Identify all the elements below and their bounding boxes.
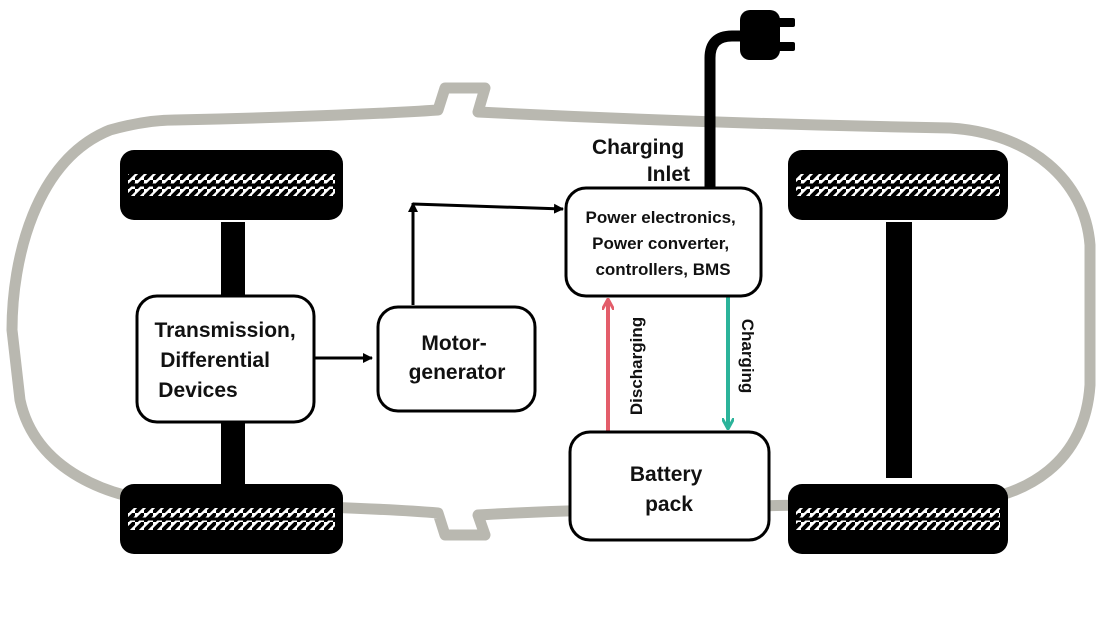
front-axle-upper	[221, 222, 245, 297]
power-electronics-label-line1: Power electronics,	[586, 208, 736, 227]
power-electronics-box	[564, 186, 763, 298]
tire-icon-rear-right	[788, 484, 1008, 554]
transmission-label-line1: Transmission,	[154, 319, 295, 342]
plug-icon	[740, 10, 795, 60]
arrow-motor-to-power	[412, 202, 564, 214]
svg-text:Transmission, Differential: Transmission, Differential Devices	[154, 319, 301, 402]
tire-icon-front-left	[120, 150, 343, 220]
rear-axle	[886, 222, 912, 478]
power-electronics-label-line2: Power converter,	[592, 234, 729, 253]
svg-text:Battery pack: Battery pack	[630, 463, 708, 516]
motor-generator-label-line2: generator	[409, 361, 506, 384]
svg-text:Charging Inlet: Charging Inlet	[592, 136, 690, 186]
charging-inlet-label-line2: Inlet	[647, 163, 690, 186]
discharging-label: Discharging	[627, 317, 646, 415]
battery-pack-label-line1: Battery	[630, 463, 703, 486]
tire-icon-rear-left	[788, 150, 1008, 220]
svg-text:Motor- generator: Motor- generator	[409, 332, 506, 384]
battery-pack-box	[568, 430, 771, 542]
motor-generator-label-line1: Motor-	[421, 332, 486, 355]
charging-cable	[704, 30, 745, 188]
transmission-label-line2: Differential	[160, 349, 270, 372]
battery-pack-label-line2: pack	[645, 493, 693, 516]
power-electronics-label-line3: controllers, BMS	[595, 260, 730, 279]
charging-label: Charging	[738, 319, 757, 394]
tire-icon-front-right	[120, 484, 343, 554]
charging-inlet-label-line1: Charging	[592, 136, 684, 159]
motor-generator-box	[376, 305, 537, 413]
transmission-box	[135, 294, 316, 424]
svg-text:Power electronics, Power c: Power electronics, Power converter, cont…	[586, 208, 741, 279]
front-axle-lower	[221, 422, 245, 484]
transmission-label-line3: Devices	[158, 379, 237, 402]
